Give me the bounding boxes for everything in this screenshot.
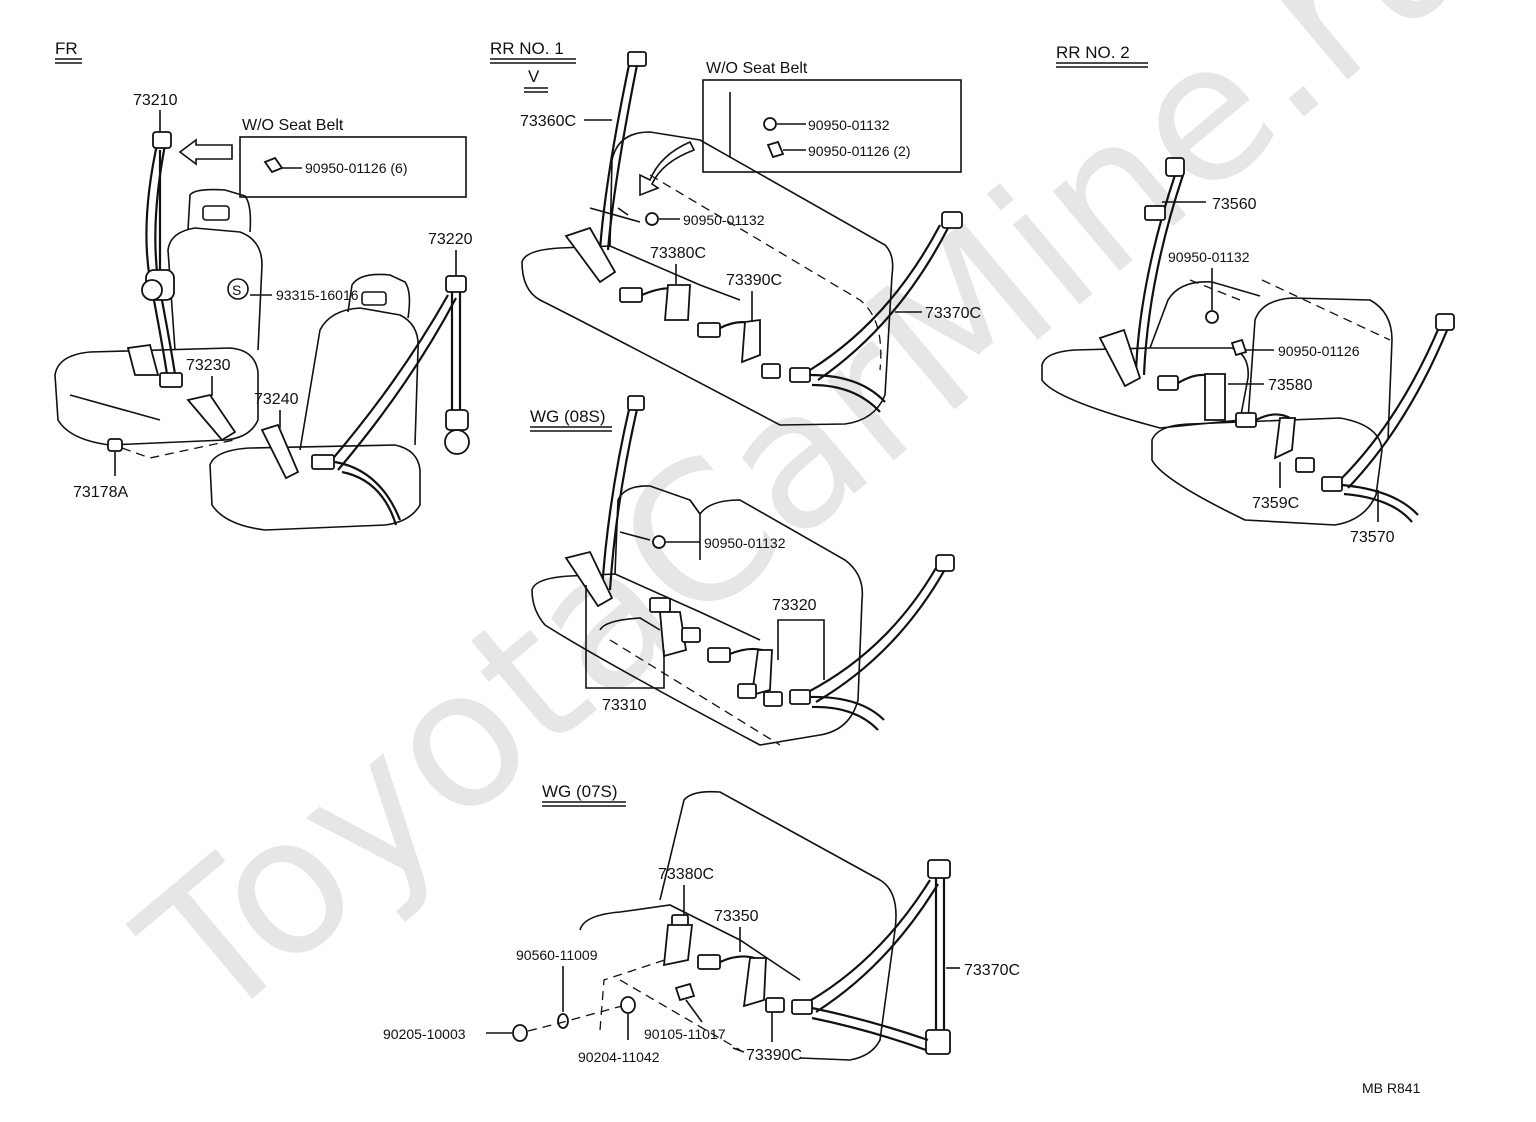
rr1-wo-title: W/O Seat Belt [706,60,808,77]
label-73560: 73560 [1212,196,1257,213]
label-93315-16016: 93315-16016 [276,287,359,303]
rr1-label-73390c: 73390C [726,272,782,289]
label-90205-10003: 90205-10003 [383,1026,466,1042]
rr1-label-73370c: 73370C [925,305,981,322]
wg07-label-73390c: 73390C [746,1047,802,1064]
s-mark: S [232,282,241,298]
label-90204-11042: 90204-11042 [578,1049,660,1065]
rr2-label-90950-01132: 90950-01132 [1168,249,1250,265]
label-73580: 73580 [1268,377,1313,394]
label-90105-11017: 90105-11017 [644,1026,726,1042]
rr1-wo-part2: 90950-01126 (2) [808,143,910,159]
label-73320: 73320 [772,597,817,614]
wg08-section-title: WG (08S) [530,407,606,426]
rr1-label-73380c: 73380C [650,245,706,262]
wg08-label-90950-01132: 90950-01132 [704,535,786,551]
label-73178a: 73178A [73,484,128,501]
label-73310: 73310 [602,697,647,714]
wg07-label-73370c: 73370C [964,962,1020,979]
label-73230: 73230 [186,357,231,374]
fr-wo-part: 90950-01126 (6) [305,160,407,176]
label-73360c: 73360C [520,113,576,130]
fr-section: FR [54,39,473,531]
rr1-wo-part1: 90950-01132 [808,117,890,133]
label-73210: 73210 [133,92,178,109]
rr1-section: RR NO. 1 V [490,39,981,426]
label-73350: 73350 [714,908,759,925]
fr-wo-title: W/O Seat Belt [242,117,344,134]
label-73240: 73240 [254,391,299,408]
rr1-belts [564,51,963,413]
fr-wo-seatbelt-box: W/O Seat Belt 90950-01126 (6) [178,117,467,198]
rr2-seats [1041,279,1393,526]
rr2-belts [1098,157,1455,523]
fr-right-seat [209,273,421,531]
wg07-section: WG (07S) 73380C 733 [383,782,1020,1065]
label-90560-11009: 90560-11009 [516,947,598,963]
label-73590c: 7359C [1252,495,1299,512]
rr1-section-title: RR NO. 1 [490,39,564,58]
rr2-section-title: RR NO. 2 [1056,43,1130,62]
rr1-wo-seatbelt-box: W/O Seat Belt 90950-01132 90950-01126 (2… [639,60,962,197]
wg08-section: WG (08S) [530,395,955,746]
rr2-section: RR NO. 2 [1041,43,1455,546]
fr-section-title: FR [55,39,78,58]
footer-code: MB R841 [1362,1080,1421,1096]
rr1-section-sub: V [528,67,540,86]
rr1-label-90950-01132: 90950-01132 [683,212,765,228]
label-73570: 73570 [1350,529,1395,546]
wg07-section-title: WG (07S) [542,782,618,801]
rr2-label-90950-01126: 90950-01126 [1278,343,1360,359]
fr-left-belt [126,131,237,442]
label-73220: 73220 [428,231,473,248]
wg07-label-73380c: 73380C [658,866,714,883]
fr-left-seat [54,188,263,446]
wg07-belts [662,859,951,1055]
wg08-belts [564,395,955,731]
wg07-seat [579,790,897,1061]
